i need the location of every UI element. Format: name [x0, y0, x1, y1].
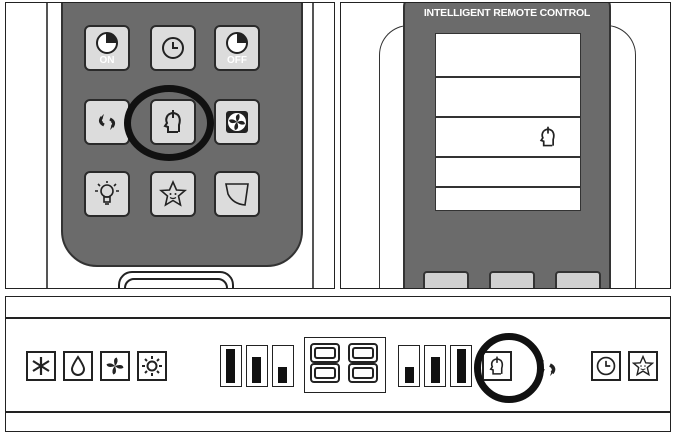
- dry-indicator: [63, 351, 93, 381]
- fan-icon: [106, 357, 124, 375]
- drop-icon: [70, 355, 86, 376]
- remote-lower-button-inner: [124, 278, 228, 288]
- level-bar: [398, 345, 420, 387]
- strip-border-bottom: [6, 411, 670, 413]
- star-face-icon: [632, 355, 654, 377]
- clock-button[interactable]: [150, 25, 196, 71]
- light-button[interactable]: [84, 171, 130, 217]
- lcd-divider: [436, 76, 580, 78]
- heat-indicator: [137, 351, 167, 381]
- intelligent-sensor-icon: [539, 126, 555, 147]
- level-bar: [220, 345, 242, 387]
- remote-buttons-panel: ON OFF: [5, 2, 335, 289]
- remote-body: INTELLIGENT REMOTE CONTROL: [403, 3, 611, 288]
- clock-icon: [162, 37, 184, 59]
- indicator-strip-panel: 88: [5, 296, 671, 432]
- fan-icon: [226, 111, 248, 133]
- timer-off-label: OFF: [227, 54, 247, 66]
- lcd-screen: [435, 33, 581, 211]
- sun-icon: [142, 356, 162, 376]
- highlight-circle: [124, 85, 214, 161]
- fan-indicator: [100, 351, 130, 381]
- star-face-icon: [159, 180, 187, 207]
- timer-indicator: [591, 351, 621, 381]
- timer-off-button[interactable]: OFF: [214, 25, 260, 71]
- remote-edge: [46, 3, 48, 288]
- timer-on-label: ON: [99, 54, 115, 66]
- sleep-indicator: [628, 351, 658, 381]
- level-bar: [424, 345, 446, 387]
- temperature-display: 88: [304, 337, 386, 393]
- level-bar: [450, 345, 472, 387]
- remote-display-panel: INTELLIGENT REMOTE CONTROL: [340, 2, 671, 289]
- snowflake-icon: [32, 357, 50, 375]
- remote-edge: [312, 3, 314, 288]
- timer-on-icon: [96, 31, 118, 54]
- louver-icon: [225, 183, 249, 206]
- timer-on-button[interactable]: ON: [84, 25, 130, 71]
- louver-button[interactable]: [214, 171, 260, 217]
- lcd-divider: [436, 116, 580, 118]
- remote-mode-button[interactable]: [423, 271, 469, 288]
- bulb-icon: [95, 181, 119, 205]
- timer-off-icon: [226, 31, 248, 54]
- swing-icon: [98, 114, 116, 130]
- level-bar: [272, 345, 294, 387]
- level-bar: [246, 345, 268, 387]
- cool-indicator: [26, 351, 56, 381]
- highlight-circle: [474, 333, 544, 403]
- sleep-button[interactable]: [150, 171, 196, 217]
- digits-value: 88: [305, 338, 307, 339]
- remote-title: INTELLIGENT REMOTE CONTROL: [423, 7, 591, 19]
- clock-icon: [596, 356, 616, 376]
- remote-right-button[interactable]: [555, 271, 601, 288]
- fan-button[interactable]: [214, 99, 260, 145]
- lcd-divider: [436, 186, 580, 188]
- lcd-divider: [436, 156, 580, 158]
- strip-border-top: [6, 317, 670, 319]
- seven-segment-digits: 88: [305, 337, 378, 383]
- remote-middle-button[interactable]: [489, 271, 535, 288]
